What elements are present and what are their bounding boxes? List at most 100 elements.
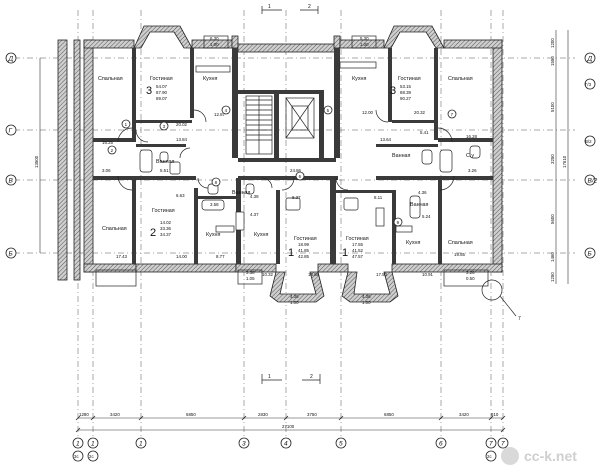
apartment-room-count: 2 (150, 227, 156, 239)
room-name-kitchen-tr: Кухня (352, 76, 367, 82)
apartment-tag-c2: 1 17.55 41.52 47.57 (342, 242, 364, 259)
apartment-area: 17.55 (352, 242, 364, 247)
dim-value: 810 (491, 412, 499, 417)
apartment-tag-bl: 2 14.02 33.36 34.37 (150, 220, 172, 239)
room-area: 5.51 (160, 168, 169, 173)
axis-label: В/2 (585, 139, 592, 144)
apartment-area: 41.52 (352, 248, 364, 253)
axis-sub-label: 2с (487, 454, 492, 459)
section-mark-bottom-2: 2 (310, 374, 313, 380)
bottom-dimensions: 1280 3420 6850 2830 3750 6850 3420 810 2… (75, 412, 506, 433)
callout-number: 4 (225, 108, 228, 113)
room-area: 8.37 (292, 195, 301, 200)
axis-label: Г/3 (585, 82, 592, 87)
balcony-coef: 1.00 (362, 300, 371, 305)
room-area: 17.50 (376, 272, 388, 277)
apartment-area: 89.07 (156, 96, 168, 101)
callout-number: 7 (451, 112, 454, 117)
room-area: 19.85 (454, 252, 466, 257)
balcony-coef: 1.00 (360, 42, 369, 47)
room-area: 16.25 (102, 140, 114, 145)
room-area: 17.43 (116, 254, 128, 259)
dim-value: 2830 (258, 412, 268, 417)
door-swings (117, 109, 455, 191)
balcony-area: 4.36 (362, 294, 371, 299)
apartment-room-count: 3 (390, 85, 396, 97)
room-area: 3.58 (210, 202, 219, 207)
room-area: 16.88 (308, 272, 320, 277)
apartment-area: 18.99 (298, 242, 310, 247)
room-area: 5.41 (420, 130, 429, 135)
dim-value: 6850 (384, 412, 394, 417)
balcony-area: 3.38 (246, 270, 255, 275)
room-name-bedroom-tr: Спальная (448, 76, 473, 82)
axis-label: 7 (489, 441, 493, 448)
dim-value: 5100 (550, 102, 555, 112)
callout-number: 2 (111, 148, 114, 153)
callout-number: 5 (327, 108, 330, 113)
dim-value: 1250 (550, 272, 555, 282)
axis-sub-label: 3с (74, 454, 79, 459)
balcony-area: 5.30 (360, 36, 369, 41)
dim-value: 1280 (79, 412, 89, 417)
room-area: 3.06 (102, 168, 111, 173)
apartment-tag-tr: 3 53.15 88.39 90.27 (390, 84, 412, 101)
apartment-area: 54.07 (156, 84, 168, 89)
balcony-area: 6.30 (210, 36, 219, 41)
room-area: 10.32 (262, 272, 274, 277)
room-area: 24.86 (290, 168, 302, 173)
room-name-living-tr: Гостиная (398, 76, 421, 82)
callout-number: 8 (215, 180, 218, 185)
room-area: 20.32 (414, 110, 426, 115)
room-name-wc-r: С.у (466, 153, 474, 159)
room-area: 12.87 (214, 112, 226, 117)
room-area: 3.26 (468, 168, 477, 173)
dim-left-total: 13500 (34, 155, 39, 168)
dim-value: 3250 (550, 154, 555, 164)
room-name-bath-c2: Ванная (410, 202, 429, 208)
dim-value: 1460 (550, 252, 555, 262)
room-area-values: 20.02 13.84 16.25 5.51 12.87 16.28 13.64… (102, 110, 478, 277)
axis-label: 5 (339, 441, 343, 448)
room-name-kitchen-br: Кухня (406, 240, 421, 246)
exterior-walls (57, 25, 503, 303)
apartment-tag-tl: 3 54.07 87.90 89.07 (146, 84, 168, 101)
room-name-living-bc1: Гостиная (294, 236, 317, 242)
apartment-area: 87.90 (156, 90, 168, 95)
apartment-area: 47.57 (352, 254, 364, 259)
room-area: 8.11 (374, 195, 383, 200)
apartment-area: 34.37 (160, 232, 172, 237)
marking-callouts: 1 2 3 4 5 6 7 8 9 7 (107, 105, 521, 322)
axis-label: 4 (284, 441, 288, 448)
staircase (245, 95, 315, 155)
callout-number: 6 (299, 174, 302, 179)
room-name-kitchen-tl: Кухня (203, 76, 218, 82)
apartment-room-count: 1 (342, 247, 348, 259)
axis-label: Д (587, 56, 593, 63)
room-area: 4.38 (250, 194, 259, 199)
axis-label: 1 (91, 441, 95, 448)
axis-label: 1 (139, 441, 143, 448)
apartment-area: 42.85 (298, 254, 310, 259)
balcony-coef: 0.50 (466, 276, 475, 281)
axis-label: Б (588, 251, 592, 258)
axis-label: Д (8, 56, 14, 63)
apartment-room-count: 3 (146, 85, 152, 97)
room-name-living-tl: Гостиная (150, 76, 173, 82)
room-name-kitchen-bl: Кухня (206, 232, 221, 238)
balcony-area: 4.36 (290, 294, 299, 299)
balcony-coef: 1.05 (246, 276, 255, 281)
dim-value: 3420 (110, 412, 120, 417)
axis-label: 1 (76, 441, 80, 448)
right-axis-markers: Д Г/3 В/2 В/2 Б 1200 1550 5100 3250 5600… (550, 30, 598, 284)
axis-label: В (9, 178, 14, 185)
room-labels: Спальная Гостиная Кухня Кухня Гостиная С… (98, 76, 474, 246)
apartment-room-count: 1 (288, 247, 294, 259)
room-name-living-bc2: Гостиная (346, 236, 369, 242)
room-area: 12.00 (362, 110, 374, 115)
room-area: 20.02 (176, 122, 188, 127)
balcony-coef: 1.00 (210, 42, 219, 47)
watermark: cc-k.net (501, 447, 577, 465)
room-name-living-bl: Гостиная (152, 208, 175, 214)
dim-value: 6850 (186, 412, 196, 417)
